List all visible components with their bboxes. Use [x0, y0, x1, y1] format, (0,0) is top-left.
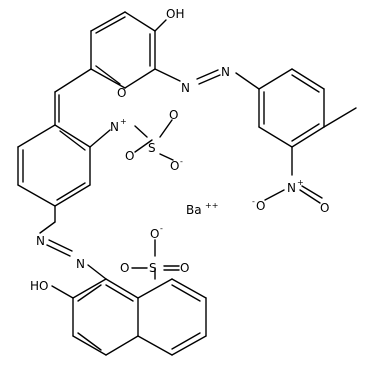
s-upper-label: S	[148, 141, 156, 155]
ba-label: Ba	[186, 203, 202, 217]
nitro-o1-label: O	[256, 199, 265, 213]
o-lower-3-charge: -	[160, 224, 163, 233]
o-upper-3-charge: -	[180, 157, 183, 166]
azo2-n-b-label: N	[76, 257, 85, 271]
nitro-n-label: N	[287, 181, 296, 195]
o-upper-1-label: O	[169, 108, 178, 122]
azo1-n-a-label: N	[181, 81, 190, 95]
o-upper-2-label: O	[125, 149, 134, 163]
azo2-n-a-label: N	[36, 234, 45, 248]
azo1-n-b-label: N	[221, 65, 230, 79]
nitro-o-top-label: O	[117, 86, 126, 100]
nitro-n-charge: +	[297, 178, 304, 187]
o-lower-1-label: O	[120, 261, 129, 275]
n-plus-charge: +	[120, 117, 127, 126]
o-lower-3-label: O	[150, 227, 159, 241]
atom-labels: OH N N O N + S O O O - Ba ++ N + - O O N…	[30, 7, 329, 293]
n-plus-label: N	[110, 120, 119, 134]
bond-lines	[17, 11, 357, 356]
oh-bottom-label: HO	[30, 279, 48, 293]
ba-charge: ++	[205, 201, 218, 210]
nitro-o1-charge: -	[252, 197, 255, 206]
nitro-o2-label: O	[320, 201, 329, 215]
o-lower-2-label: O	[180, 261, 189, 275]
o-upper-3-label: O	[170, 159, 179, 173]
oh-top-label: OH	[166, 7, 184, 21]
s-lower-label: S	[149, 261, 157, 275]
